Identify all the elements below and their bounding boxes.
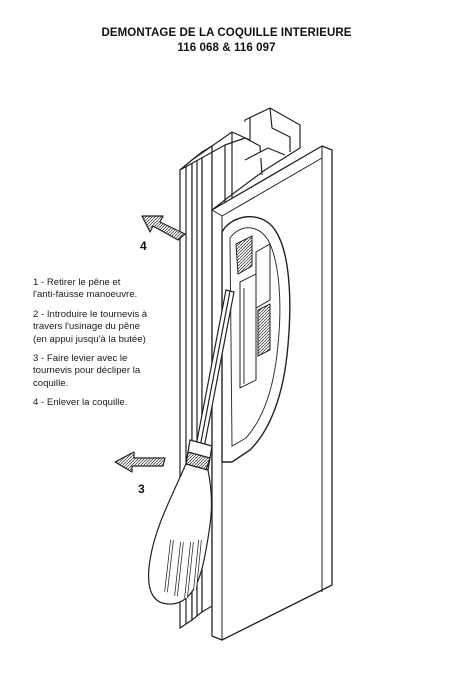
step-2-text: 2 - Introduire le tournevis à travers l'…	[33, 308, 148, 345]
screwdriver	[147, 289, 235, 605]
lock-cutout	[221, 215, 291, 463]
document-title: DEMONTAGE DE LA COQUILLE INTERIEURE 116 …	[0, 26, 453, 56]
arrow-4-icon	[141, 215, 186, 241]
profile-top-section	[179, 107, 301, 211]
step-3-text: 3 - Faire levier avec le tournevis pour …	[33, 353, 141, 389]
arrow-4-label: 4	[140, 239, 147, 253]
arrow-3-icon	[114, 451, 166, 473]
step-4-text: 4 - Enlever la coquille.	[33, 397, 128, 409]
step-1-text: 1 - Retirer le pêne et l'anti-fausse man…	[33, 277, 138, 301]
instruction-steps: 1 - Retirer le pêne et l'anti-fausse man…	[33, 277, 198, 417]
arrow-3-label: 3	[138, 482, 145, 496]
title-line-2: 116 068 & 116 097	[177, 42, 276, 54]
title-line-1: DEMONTAGE DE LA COQUILLE INTERIEURE	[101, 27, 352, 39]
